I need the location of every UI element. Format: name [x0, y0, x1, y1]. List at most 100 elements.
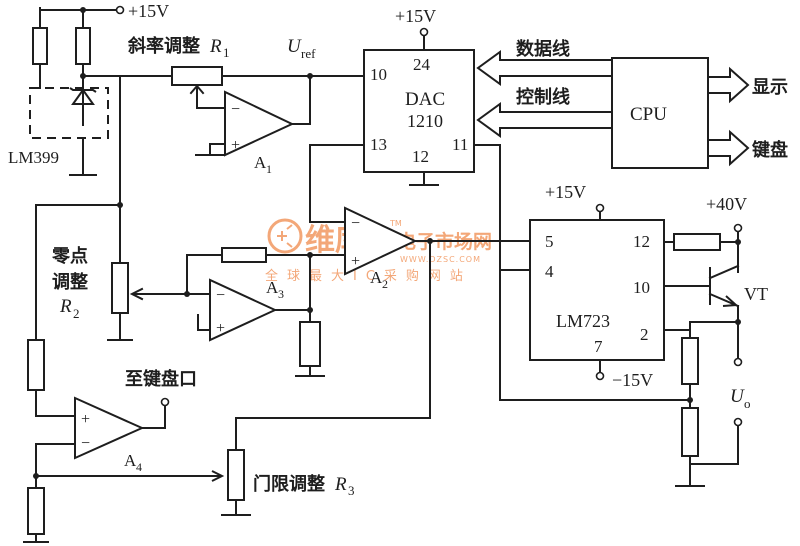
opamp-a2: [344, 206, 418, 276]
lm723-pin-5: 5: [545, 232, 554, 251]
potentiometer-r2: [111, 262, 129, 314]
a2-minus: −: [351, 215, 360, 232]
uref-subscript: ref: [301, 46, 316, 61]
resistor: [27, 339, 45, 391]
lm399-enclosure: [29, 87, 109, 139]
dac-pin-13: 13: [370, 135, 387, 154]
dac-pin-10: 10: [370, 65, 387, 84]
uref-label: U: [287, 36, 302, 57]
a1-subscript: 1: [266, 162, 272, 176]
supply-terminal: [419, 27, 429, 37]
zener-diode-icon: [71, 88, 95, 105]
feedback-resistor: [221, 247, 267, 263]
a1-plus: +: [231, 137, 240, 154]
dac1210-section: +15V 24 10 DAC 1210 13 12 11: [309, 6, 691, 401]
zero-adjust-label-2: 调整: [52, 271, 88, 293]
junction-dot: [735, 319, 741, 325]
a4-subscript: 4: [136, 460, 142, 474]
dac-pin-11: 11: [452, 135, 468, 154]
dac-pin-24: 24: [413, 55, 431, 74]
dac-name: DAC: [405, 89, 445, 110]
a2-subscript: 2: [382, 277, 388, 291]
display-label: 显示: [752, 77, 788, 98]
cpu-block: [611, 57, 709, 169]
zero-adjust-label-1: 零点: [51, 245, 88, 267]
output-terminal: [733, 357, 743, 367]
supply-terminal: [115, 5, 125, 15]
keyboard-arrow: [708, 129, 750, 167]
control-bus-arrow: [476, 102, 612, 138]
threshold-section: 至键盘口 + − A 4 门限调整 R 3: [23, 339, 355, 543]
r2-label: R: [59, 296, 72, 317]
resistor: [32, 27, 48, 65]
opamp-a4: [74, 396, 145, 460]
lm723-supply: +15V: [545, 182, 586, 202]
keyboard-port-terminal: [160, 397, 170, 407]
a4-label: A: [124, 451, 137, 470]
data-bus-label: 数据线: [516, 38, 570, 60]
a1-label: A: [254, 153, 267, 172]
lm723-pin-4: 4: [545, 262, 554, 281]
a3-subscript: 3: [278, 287, 284, 301]
r3-subscript: 3: [348, 483, 355, 498]
a4-minus: −: [81, 435, 90, 452]
watermark-url: WWW.DZSC.COM: [400, 255, 481, 264]
keyboard-label: 键盘: [751, 139, 788, 161]
r3-label: R: [334, 474, 347, 495]
dac-model: 1210: [407, 111, 443, 131]
watermark-slogan: 全球最大IC采购网站: [265, 268, 472, 284]
vt-label: VT: [744, 284, 768, 304]
watermark-tm: TM: [389, 219, 402, 228]
opamp-a3: [209, 278, 278, 342]
threshold-adjust-label: 门限调整: [253, 473, 325, 495]
potentiometer-r1: [171, 66, 223, 86]
lm723-pin-10: 10: [633, 278, 650, 297]
output-terminal: [733, 417, 743, 427]
lm723-pin-12: 12: [633, 232, 650, 251]
a3-plus: +: [216, 320, 225, 337]
lm399-label: LM399: [8, 148, 59, 167]
lm723-pin-2: 2: [640, 325, 649, 344]
supply-top-left: +15V: [128, 1, 169, 21]
a1-minus: −: [231, 101, 240, 118]
supply-terminal: [733, 223, 743, 233]
a2-label: A: [370, 268, 383, 287]
r1-subscript: 1: [223, 45, 230, 60]
a4-plus: +: [81, 411, 90, 428]
uo-subscript: o: [744, 396, 751, 411]
control-bus-label: 控制线: [516, 86, 570, 108]
a2-plus: +: [351, 253, 360, 270]
cpu-section: 数据线 控制线 CPU 显示 键盘: [476, 38, 788, 169]
lm723-neg-supply: −15V: [612, 370, 653, 390]
cpu-label: CPU: [630, 104, 667, 125]
dac1210-chip: [363, 49, 475, 173]
lm723-section: +15V 5 4 12 10 2 LM723 7 −15V +40V VT: [499, 182, 768, 487]
resistor: [75, 27, 91, 65]
junction-dot: [687, 397, 693, 403]
to-keyboard-label: 至键盘口: [125, 368, 197, 390]
supply-terminal: [595, 371, 605, 381]
lm723-name: LM723: [556, 311, 610, 331]
slope-adjust-section: 斜率调整 R 1 U ref − + A 1: [119, 35, 365, 176]
dac-pin-12: 12: [412, 147, 429, 166]
resistor: [681, 337, 699, 385]
lm399-reference-section: +15V LM399: [8, 1, 169, 266]
lm723-chip: [529, 219, 665, 361]
resistor: [27, 487, 45, 535]
resistor: [673, 233, 721, 251]
opamp-a1: [224, 90, 295, 157]
lm723-pin-7: 7: [594, 337, 603, 356]
zero-adjust-section: 零点 调整 R 2 − + A 3 − + A 2: [35, 202, 531, 451]
display-arrow: [708, 66, 750, 104]
a3-minus: −: [216, 287, 225, 304]
potentiometer-r3: [227, 449, 245, 501]
supply-terminal: [595, 203, 605, 213]
dac-supply: +15V: [395, 6, 436, 26]
resistor: [681, 407, 699, 457]
uo-label: U: [730, 386, 745, 407]
slope-adjust-label: 斜率调整: [127, 35, 200, 57]
resistor: [299, 321, 321, 367]
data-bus-arrow: [476, 50, 612, 86]
junction-dot: [735, 239, 741, 245]
